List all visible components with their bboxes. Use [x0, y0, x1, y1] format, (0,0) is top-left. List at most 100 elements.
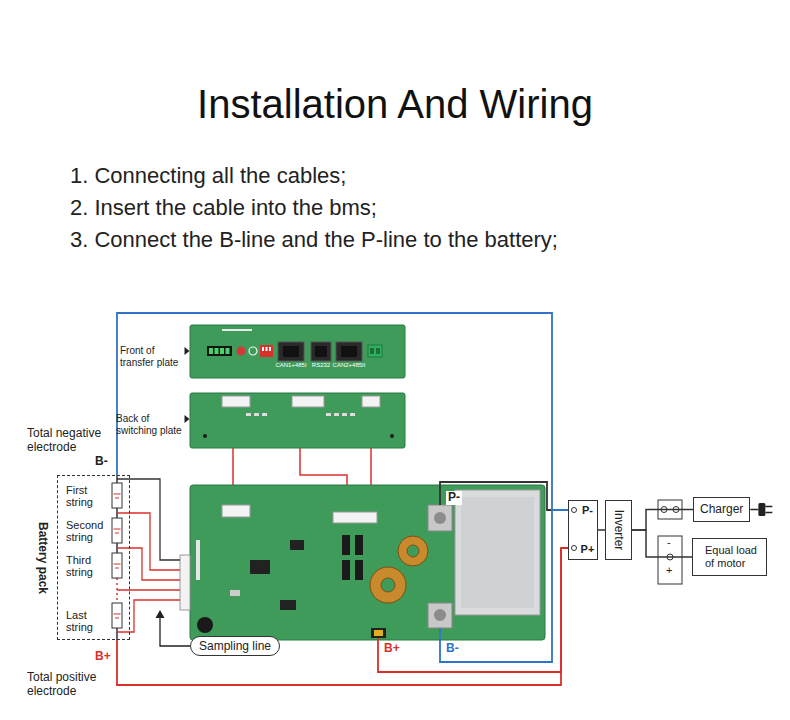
string-label: Third string [66, 554, 106, 578]
front-transfer-plate [368, 345, 382, 357]
bms-board [355, 535, 363, 555]
battery-cells [112, 553, 122, 578]
bms-board [197, 617, 213, 633]
electrode-label: Total negative electrode [27, 426, 119, 454]
terminal-label: P+ [578, 542, 597, 556]
charger-box: Charger [693, 497, 750, 522]
group-heading: Battery pack [36, 521, 50, 593]
device-label: Charger [700, 498, 743, 521]
front-transfer-plate [237, 347, 246, 356]
wire-connector [117, 313, 568, 510]
terminal-label: B+ [95, 650, 111, 664]
wire-connector [598, 529, 605, 531]
front-transfer-plate [249, 347, 257, 355]
back-switching-plate [350, 413, 355, 416]
back-switching-plate [190, 393, 405, 448]
bms-board [342, 560, 350, 580]
string-label: First string [66, 484, 106, 508]
bms-board [290, 540, 304, 550]
sampling-wires [117, 600, 180, 632]
front-transfer-plate [262, 347, 264, 351]
bms-board [230, 590, 240, 596]
string-label: Second string [66, 519, 106, 543]
front-transfer-plate [190, 325, 405, 378]
front-transfer-plate [190, 325, 405, 378]
bms-board [428, 603, 452, 628]
back-switching-plate [390, 434, 394, 438]
plate-label: Front of transfer plate [120, 345, 184, 369]
front-transfer-plate [341, 346, 357, 357]
terminal-label: B+ [384, 642, 400, 656]
front-transfer-plate [209, 348, 213, 354]
front-transfer-plate [269, 347, 271, 351]
sampling-wires [117, 548, 180, 580]
plate-label: Back of switching plate [116, 413, 184, 437]
step-text: 3. Connect the B-line and the P-line to … [70, 227, 558, 252]
bms-board [250, 560, 270, 574]
sampling-wires [117, 513, 180, 570]
back-switching-plate [254, 413, 259, 416]
front-transfer-plate [278, 342, 304, 361]
front-transfer-plate [222, 329, 252, 331]
power-wire [378, 482, 561, 672]
power-wire [378, 548, 561, 672]
bms-board [461, 497, 534, 608]
bms-board [374, 630, 383, 636]
p-terminal-dots [572, 546, 577, 551]
back-switching-plate [326, 413, 331, 416]
sampling-arrow [156, 610, 191, 646]
front-transfer-plate [376, 348, 380, 354]
sampling-wires [117, 589, 180, 590]
front-transfer-plate [336, 342, 362, 361]
string-label: Last string [66, 609, 106, 633]
port-label: CAN1+485I [275, 362, 306, 369]
electrode-label: Total positive electrode [27, 670, 119, 698]
pointer-triangle [185, 347, 190, 355]
callout-text: Sampling line [199, 639, 271, 653]
terminal-block [658, 500, 682, 584]
bms-board [398, 536, 428, 566]
bms-board [381, 578, 395, 592]
device-label: Equal load of motor [705, 544, 763, 570]
port-label: RS232 [312, 362, 330, 369]
wire-connector [632, 530, 692, 557]
plug-icon [750, 503, 772, 516]
front-transfer-plate [283, 346, 299, 357]
front-transfer-plate [215, 348, 219, 354]
wire-connector [117, 548, 568, 685]
front-transfer-plate [311, 342, 331, 361]
port-label: CAN2+485II [333, 362, 366, 369]
front-transfer-plate [220, 348, 224, 354]
device-label: Inverter [612, 510, 626, 551]
front-transfer-plate [207, 346, 232, 356]
plug-icon [750, 509, 758, 511]
plug-icon [765, 507, 772, 513]
output-terminal-box: P-P+ [568, 500, 598, 560]
sampling-arrow [156, 610, 165, 618]
bms-board [342, 535, 350, 555]
battery-cells [112, 518, 122, 543]
bms-board [455, 490, 540, 615]
back-switching-plate [203, 434, 207, 438]
bms-board [370, 567, 406, 603]
p-terminal-dots [572, 508, 577, 551]
bms-board [280, 600, 296, 610]
bms-board [190, 485, 545, 640]
inverter-box: Inverter [605, 500, 632, 560]
bms-board [180, 555, 190, 610]
power-wire [440, 510, 552, 662]
bms-board [428, 505, 452, 531]
bms-board [222, 505, 250, 517]
front-transfer-plate [260, 345, 273, 357]
bms-board [355, 560, 363, 580]
bms-board [434, 609, 446, 621]
back-switching-plate [292, 396, 324, 407]
terminal-label: P- [446, 491, 462, 505]
front-transfer-plate [266, 347, 268, 351]
battery-cells [112, 475, 122, 640]
battery-pack-group: Battery pack [57, 475, 130, 640]
back-switching-plate [222, 396, 250, 407]
bms-board [196, 540, 200, 580]
battery-cells [112, 483, 122, 508]
